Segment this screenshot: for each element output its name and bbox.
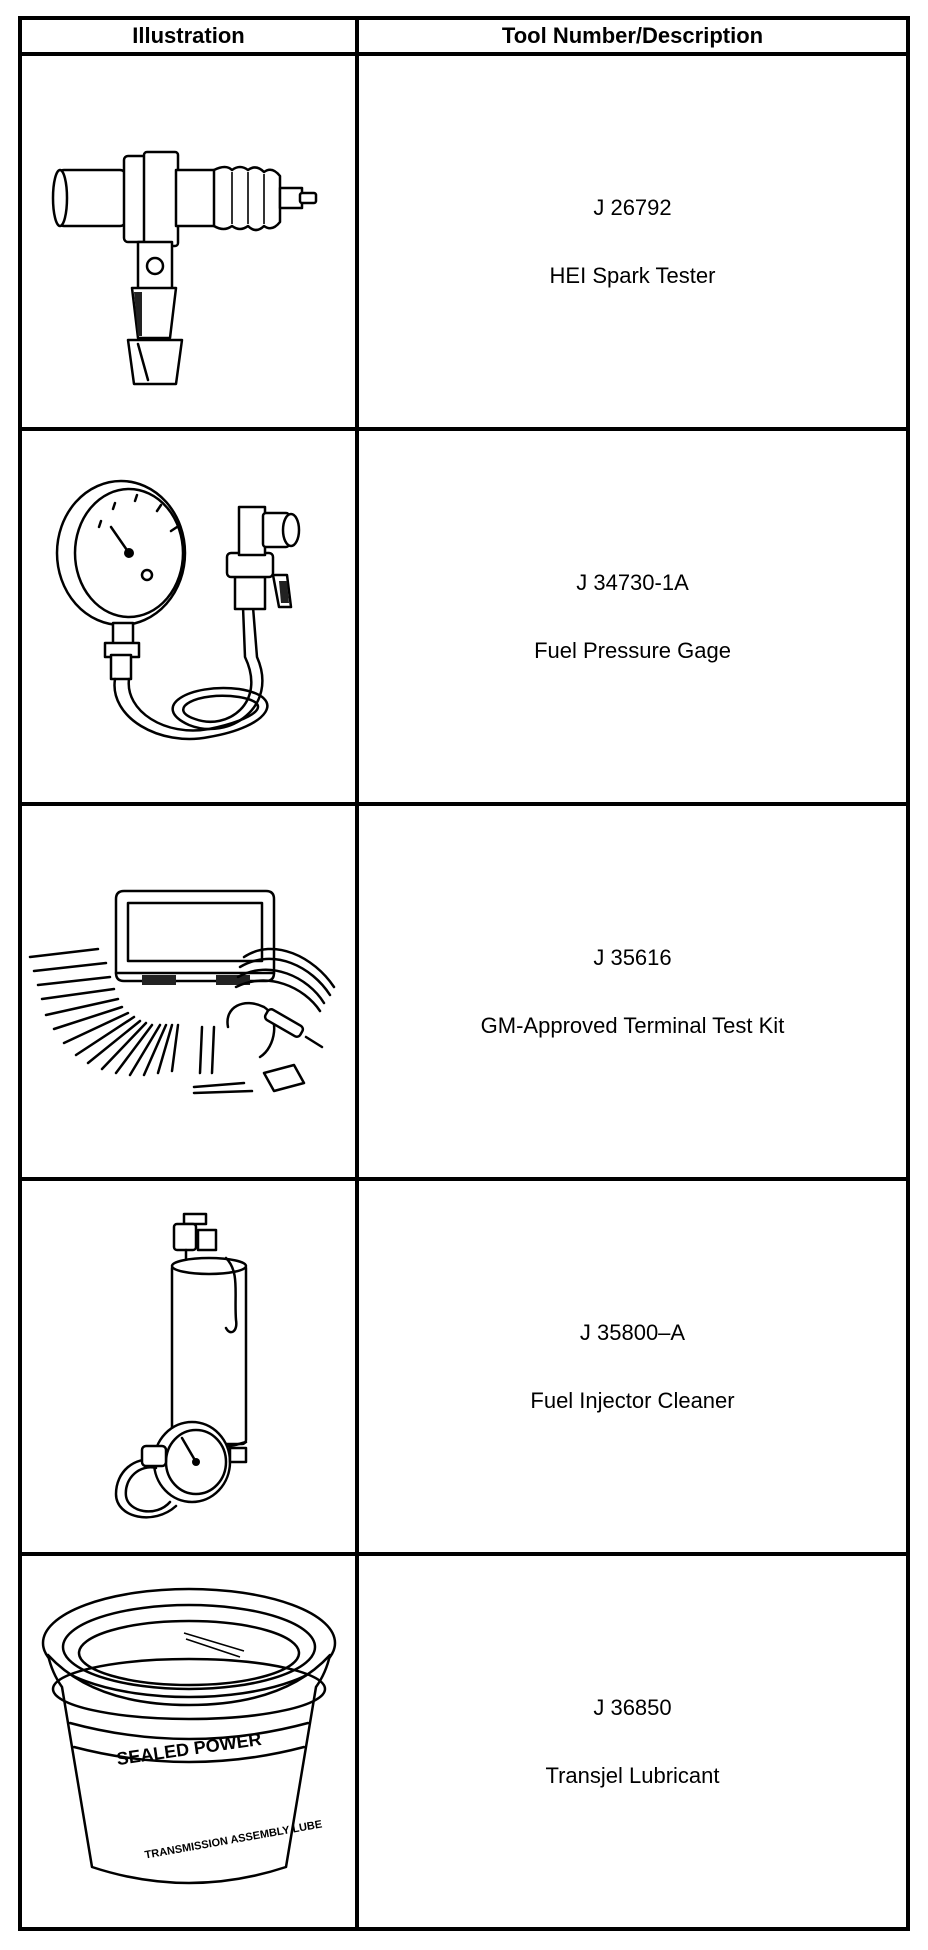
description-cell: J 34730-1A Fuel Pressure Gage: [355, 427, 910, 806]
illustration-cell: [18, 52, 359, 431]
illustration-cell: SEALED POWER TRANSMISSION ASSEMBLY LUBE: [18, 1552, 359, 1931]
transjel-lubricant-tub-icon: SEALED POWER TRANSMISSION ASSEMBLY LUBE: [41, 1587, 336, 1884]
tool-description: HEI Spark Tester: [549, 262, 716, 288]
tool-description: Fuel Injector Cleaner: [530, 1387, 735, 1413]
description-cell: J 35800–A Fuel Injector Cleaner: [355, 1177, 910, 1556]
illustration-cell: [18, 802, 359, 1181]
description-cell: J 36850 Transjel Lubricant: [355, 1552, 910, 1931]
description-cell: J 35616 GM-Approved Terminal Test Kit: [355, 802, 910, 1181]
table-row: J 35616 GM-Approved Terminal Test Kit: [18, 802, 910, 1181]
table-row: J 35800–A Fuel Injector Cleaner: [18, 1177, 910, 1556]
tool-number: J 35616: [593, 944, 672, 970]
table-row: J 26792 HEI Spark Tester: [18, 52, 910, 431]
header-illustration: Illustration: [18, 16, 359, 56]
tool-description: Transjel Lubricant: [545, 1762, 720, 1788]
illustration-cell: [18, 427, 359, 806]
description-cell: J 26792 HEI Spark Tester: [355, 52, 910, 431]
illustration-cell: [18, 1177, 359, 1556]
terminal-test-kit-icon: [28, 889, 335, 1094]
table-row: J 34730-1A Fuel Pressure Gage: [18, 427, 910, 806]
tool-number: J 35800–A: [579, 1319, 686, 1345]
table-header-row: Illustration Tool Number/Description: [18, 16, 910, 56]
header-tool-description: Tool Number/Description: [355, 16, 910, 56]
fuel-pressure-gage-icon: [55, 479, 300, 740]
tool-number: J 26792: [593, 194, 672, 220]
special-tools-table: Illustration Tool Number/Description: [18, 16, 910, 1931]
tool-number: J 36850: [593, 1694, 672, 1720]
tool-number: J 34730-1A: [576, 569, 689, 595]
tool-description: Fuel Pressure Gage: [534, 637, 731, 663]
table-row: SEALED POWER TRANSMISSION ASSEMBLY LUBE …: [18, 1552, 910, 1931]
spark-tester-icon: [51, 150, 317, 385]
tool-description: GM-Approved Terminal Test Kit: [480, 1012, 785, 1038]
fuel-injector-cleaner-icon: [114, 1212, 247, 1519]
